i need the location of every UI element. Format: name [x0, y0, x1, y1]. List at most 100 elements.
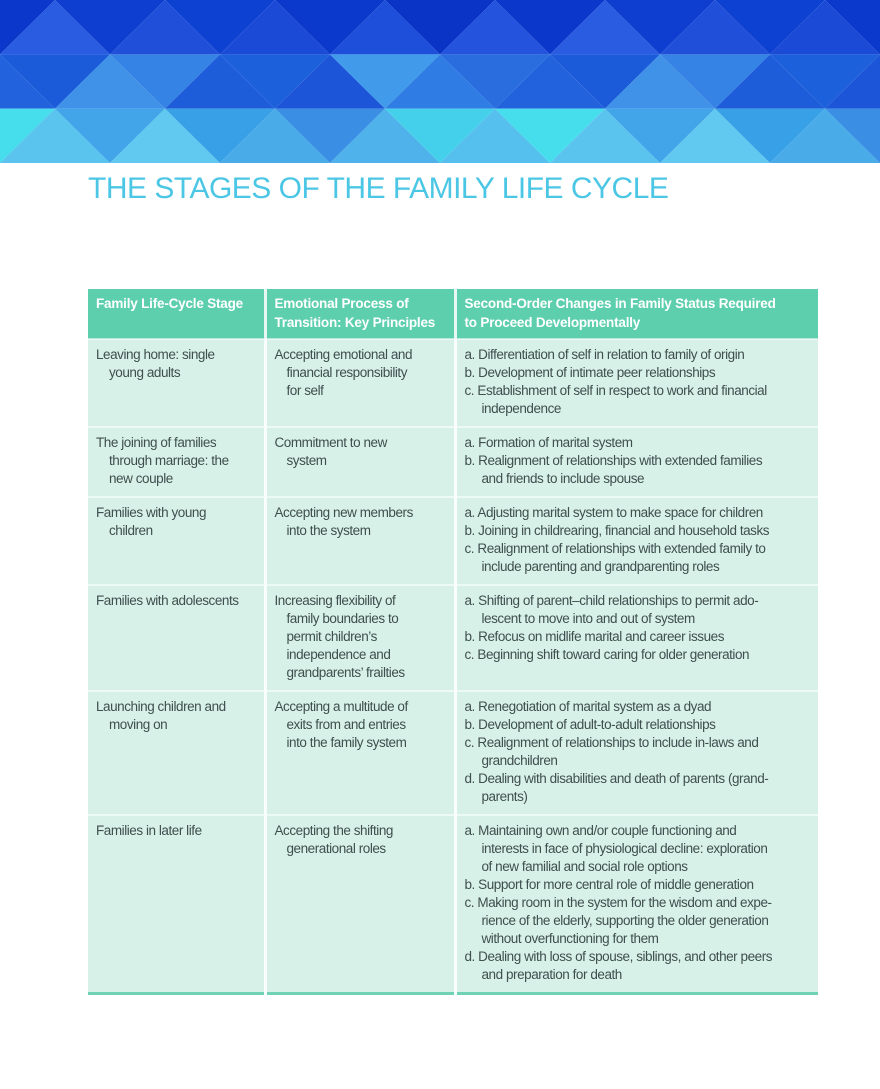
- change-item-label: d.: [464, 771, 476, 786]
- banner-triangle: [165, 108, 275, 163]
- banner-triangle: [55, 54, 165, 109]
- banner-triangle: [275, 0, 385, 55]
- change-item: a. Renegotiation of marital system as a …: [465, 698, 811, 716]
- stage-cell: Families with young children: [88, 496, 265, 585]
- banner-triangle: [605, 108, 715, 163]
- change-item-text: Beginning shift toward caring for older …: [477, 647, 750, 662]
- banner-triangle: [0, 54, 110, 109]
- change-item-text: Development of intimate peer relationshi…: [478, 365, 716, 380]
- triangle-mesh-graphic: [0, 0, 880, 163]
- column-header-second-order-changes: Second-Order Changes in Family Status Re…: [453, 289, 818, 339]
- banner-triangle: [440, 0, 550, 55]
- change-item-text: Joining in childrearing, financial and h…: [478, 523, 770, 538]
- banner-triangle: [385, 0, 495, 55]
- change-item-text: Adjusting marital system to make space f…: [477, 505, 763, 520]
- page-title: THE STAGES OF THE FAMILY LIFE CYCLE: [88, 172, 669, 205]
- change-item: b. Joining in childrearing, financial an…: [465, 522, 811, 540]
- change-item-label: b.: [464, 717, 476, 732]
- change-item: c. Realignment of relationships with ext…: [465, 540, 811, 576]
- change-item-label: c.: [464, 383, 475, 398]
- banner-triangle: [55, 0, 165, 55]
- banner-triangle: [550, 0, 660, 55]
- change-item-label: c.: [464, 647, 475, 662]
- family-life-cycle-table: Family Life-Cycle Stage Emotional Proces…: [88, 289, 818, 995]
- banner-triangle: [0, 108, 110, 163]
- banner-triangle: [440, 108, 550, 163]
- change-item-label: b.: [464, 877, 476, 892]
- banner-triangle: [825, 0, 880, 55]
- process-cell: Accepting emotional and financial respon…: [263, 338, 455, 427]
- banner-triangle: [495, 54, 605, 109]
- change-item-label: a.: [464, 823, 476, 838]
- change-item-text: Development of adult-to-adult relationsh…: [478, 717, 716, 732]
- change-item: a. Shifting of parent–child relationship…: [465, 592, 811, 628]
- banner-triangle: [220, 54, 330, 109]
- change-item: c. Establishment of self in respect to w…: [465, 382, 811, 418]
- change-item: a. Maintaining own and/or couple functio…: [465, 822, 811, 876]
- change-item-text: Realignment of relationships to include …: [477, 735, 759, 768]
- banner-pattern: [0, 0, 880, 163]
- process-cell: Increasing flexibility of family boundar…: [263, 584, 455, 691]
- change-item-label: a.: [464, 699, 476, 714]
- banner-triangle: [825, 108, 880, 163]
- change-item-label: b.: [464, 453, 476, 468]
- banner-triangle: [825, 54, 880, 109]
- banner-triangle: [220, 0, 330, 55]
- change-item-text: Dealing with loss of spouse, siblings, a…: [478, 949, 773, 982]
- change-item-label: c.: [464, 895, 475, 910]
- change-item-text: Maintaining own and/or couple functionin…: [478, 823, 768, 874]
- column-header-stage: Family Life-Cycle Stage: [88, 289, 265, 339]
- banner-triangle: [495, 108, 605, 163]
- banner-triangle: [385, 108, 495, 163]
- banner-triangle: [110, 0, 220, 55]
- change-item-text: Renegotiation of marital system as a dya…: [478, 699, 712, 714]
- banner-triangle: [440, 54, 550, 109]
- changes-cell: a. Shifting of parent–child relationship…: [453, 584, 818, 691]
- change-item-label: a.: [464, 435, 476, 450]
- change-item-label: b.: [464, 629, 476, 644]
- change-item: a. Formation of marital system: [465, 434, 811, 452]
- banner-triangle: [110, 54, 220, 109]
- change-item-text: Differentiation of self in relation to f…: [478, 347, 745, 362]
- process-cell: Commitment to new system: [263, 426, 455, 497]
- banner-triangle: [110, 108, 220, 163]
- change-item-text: Formation of marital system: [478, 435, 633, 450]
- change-item-text: Support for more central role of middle …: [478, 877, 754, 892]
- change-item-label: a.: [464, 593, 476, 608]
- change-item: a. Differentiation of self in relation t…: [465, 346, 811, 364]
- banner-triangle: [550, 54, 660, 109]
- stage-cell: Launching children and moving on: [88, 690, 265, 815]
- banner-triangle: [715, 0, 825, 55]
- change-item-label: b.: [464, 523, 476, 538]
- banner-triangle: [165, 54, 275, 109]
- stage-cell: The joining of families through marriage…: [88, 426, 265, 497]
- change-item-label: c.: [464, 541, 475, 556]
- banner-triangle: [550, 108, 660, 163]
- banner-triangle: [715, 108, 825, 163]
- process-cell: Accepting a multitude of exits from and …: [263, 690, 455, 815]
- change-item-text: Dealing with disabilities and death of p…: [478, 771, 769, 804]
- change-item-text: Shifting of parent–child relationships t…: [478, 593, 759, 626]
- change-item-text: Establishment of self in respect to work…: [477, 383, 767, 416]
- banner-triangle: [165, 0, 275, 55]
- change-item: c. Realignment of relationships to inclu…: [465, 734, 811, 770]
- change-item: b. Refocus on midlife marital and career…: [465, 628, 811, 646]
- table-row: The joining of families through marriage…: [88, 426, 818, 497]
- changes-cell: a. Adjusting marital system to make spac…: [453, 496, 818, 585]
- changes-cell: a. Maintaining own and/or couple functio…: [453, 814, 818, 994]
- banner-triangle: [55, 108, 165, 163]
- change-item: b. Support for more central role of midd…: [465, 876, 811, 894]
- changes-cell: a. Differentiation of self in relation t…: [453, 338, 818, 427]
- banner-triangle: [495, 0, 605, 55]
- banner-triangle: [385, 54, 495, 109]
- banner-triangle: [0, 0, 110, 55]
- stage-cell: Families in later life: [88, 814, 265, 994]
- banner-triangle: [275, 54, 385, 109]
- change-item: b. Development of adult-to-adult relatio…: [465, 716, 811, 734]
- column-header-emotional-process: Emotional Process of Transition: Key Pri…: [263, 289, 455, 339]
- change-item: d. Dealing with disabilities and death o…: [465, 770, 811, 806]
